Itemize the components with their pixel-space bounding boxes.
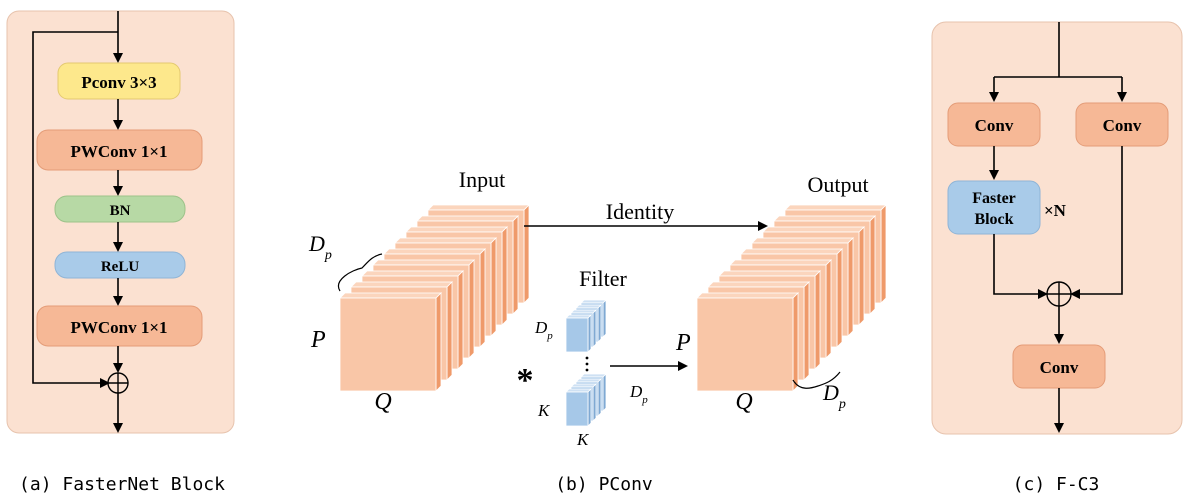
sum-node-icon <box>107 372 129 394</box>
q-label-right: Q <box>735 389 752 415</box>
input-feature-stack <box>339 204 530 392</box>
relu-label: ReLU <box>101 259 139 275</box>
residual-connection <box>32 31 118 388</box>
filter-label: Filter <box>579 266 627 291</box>
faster-block-label-line1: Faster <box>972 190 1016 207</box>
identity-label: Identity <box>606 199 674 224</box>
feature-map-layer <box>339 292 442 392</box>
pconv-3x3-label: Pconv 3×3 <box>81 73 156 92</box>
feature-map-layer <box>696 292 799 392</box>
output-feature-stack <box>696 204 887 392</box>
filter-stack-bottom <box>565 373 607 427</box>
convolution-operator: * <box>517 362 534 399</box>
bn-label: BN <box>110 203 131 219</box>
panel-f-c3: Conv Conv Faster Block ×N Conv <box>931 21 1183 435</box>
sum-node-icon <box>1046 281 1072 307</box>
caption-c: (c) F-C3 <box>1013 474 1100 495</box>
conv-right-label: Conv <box>1103 116 1142 135</box>
pwconv-1x1-block-1 <box>36 129 203 171</box>
filter-layer <box>565 314 592 353</box>
pwconv-1x1-label-1: PWConv 1×1 <box>70 142 167 161</box>
bn-block <box>54 195 186 223</box>
caption-a: (a) FasterNet Block <box>19 474 225 495</box>
panel-pconv: Input Dp P Q Identity Filter Dp Dp K K *… <box>308 167 887 449</box>
pwconv-1x1-block-2 <box>36 305 203 347</box>
repeat-label: ×N <box>1044 201 1067 220</box>
dp-label-filter-top: Dp <box>534 318 553 342</box>
caption-b: (b) PConv <box>555 474 653 495</box>
k-label-bottom: K <box>576 430 590 449</box>
q-label-left: Q <box>374 389 391 415</box>
p-label-right: P <box>675 330 691 356</box>
input-label: Input <box>459 167 505 192</box>
dp-label-filter-bottom: Dp <box>629 382 648 406</box>
dp-label-right: Dp <box>822 380 846 412</box>
filter-layer <box>565 388 592 427</box>
dp-brace-right <box>792 371 841 389</box>
pwconv-1x1-label-2: PWConv 1×1 <box>70 318 167 337</box>
relu-block <box>54 251 186 279</box>
dp-label-left: Dp <box>308 231 332 263</box>
pconv-3x3-block <box>57 62 181 100</box>
filter-stack-top <box>565 299 607 353</box>
conv-left-label: Conv <box>975 116 1014 135</box>
panel-fasternet-block: Pconv 3×3 PWConv 1×1 BN ReLU PWConv 1×1 <box>6 10 235 434</box>
p-label-left: P <box>310 327 326 353</box>
dp-brace-left <box>337 253 383 292</box>
k-label-side: K <box>537 401 551 420</box>
conv-bottom-label: Conv <box>1040 358 1079 377</box>
output-label: Output <box>807 172 868 197</box>
faster-block-label-line2: Block <box>974 211 1013 228</box>
filter-ellipsis-icon <box>585 356 589 372</box>
